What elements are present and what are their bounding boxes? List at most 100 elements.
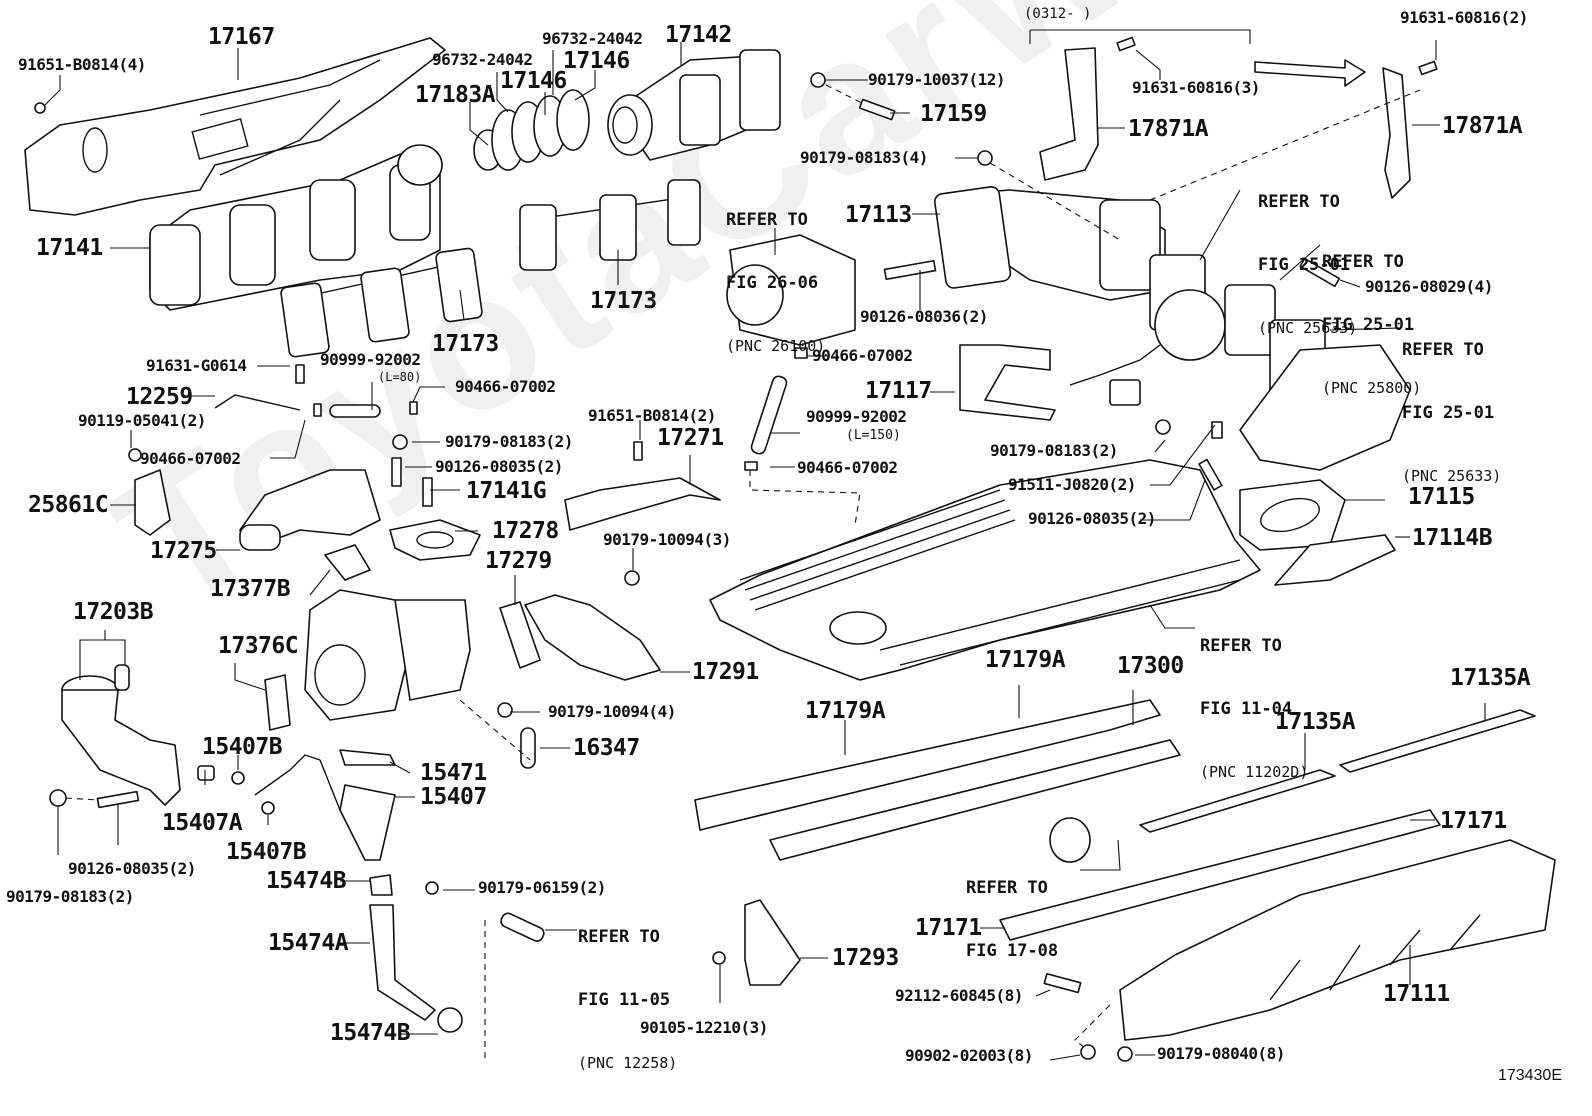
part-label-90179-10037-12[interactable]: 90179-10037(12)	[868, 70, 1006, 89]
part-label-17278[interactable]: 17278	[492, 518, 559, 544]
nut-icon	[1118, 1047, 1132, 1061]
part-label-90179-08183-4[interactable]: 90179-08183(4)	[800, 148, 928, 167]
part-label-90179-10094-4[interactable]: 90179-10094(4)	[548, 702, 676, 721]
reference-fig-25-01-pnc-25633[interactable]: REFER TO FIG 25-01 (PNC 25633)	[1258, 150, 1357, 381]
clamp-icon	[410, 402, 417, 414]
reference-fig-17-08[interactable]: REFER TO FIG 17-08	[966, 836, 1058, 1004]
bolt-icon	[129, 449, 141, 461]
part-label-17173[interactable]: 17173	[590, 288, 657, 314]
part-label-17291[interactable]: 17291	[692, 659, 759, 685]
part-label-17111[interactable]: 17111	[1383, 981, 1450, 1007]
part-label-17377b[interactable]: 17377B	[210, 576, 291, 602]
part-label-17179a[interactable]: 17179A	[805, 698, 886, 724]
part-label-91631-60816-3[interactable]: 91631-60816(3)	[1132, 78, 1260, 97]
oil-pipe-flange-drawing	[340, 785, 395, 860]
part-label-25861c[interactable]: 25861C	[28, 492, 109, 518]
part-label-91631-g0614[interactable]: 91631-G0614	[146, 356, 247, 375]
reference-fig-25-01-pnc-25633[interactable]: REFER TO FIG 25-01 (PNC 25633)	[1402, 298, 1501, 529]
part-label-16347[interactable]: 16347	[573, 735, 640, 761]
part-label-90105-12210-3[interactable]: 90105-12210(3)	[640, 1018, 768, 1037]
water-outlet-17275-drawing	[240, 470, 380, 550]
part-label-90902-02003-8[interactable]: 90902-02003(8)	[905, 1046, 1033, 1065]
part-label-17159[interactable]: 17159	[920, 101, 987, 127]
part-label-17114b[interactable]: 17114B	[1412, 525, 1493, 551]
part-label-90179-06159-2[interactable]: 90179-06159(2)	[478, 878, 606, 897]
part-label-90119-05041-2[interactable]: 90119-05041(2)	[78, 411, 206, 430]
part-label-17142[interactable]: 17142	[665, 22, 732, 48]
part-label-90126-08036-2[interactable]: 90126-08036(2)	[860, 307, 988, 326]
reference-fig-25-01-pnc-25800[interactable]: REFER TO FIG 25-01 (PNC 25800)	[1322, 210, 1421, 441]
part-label-90179-08183-2[interactable]: 90179-08183(2)	[445, 432, 573, 451]
part-label-17113[interactable]: 17113	[845, 202, 912, 228]
part-label-17141g[interactable]: 17141G	[466, 478, 547, 504]
part-label-90179-10094-3[interactable]: 90179-10094(3)	[603, 530, 731, 549]
heat-shield-17271-drawing	[565, 478, 720, 530]
part-label-90179-08183-2[interactable]: 90179-08183(2)	[6, 887, 134, 906]
part-label-17167[interactable]: 17167	[208, 24, 275, 50]
part-label-15407b[interactable]: 15407B	[202, 734, 283, 760]
reference-fig-11-04[interactable]: REFER TO FIG 11-04 (PNC 11202D)	[1200, 594, 1308, 825]
part-label-91651-b0814-4[interactable]: 91651-B0814(4)	[18, 55, 146, 74]
part-label-17871a[interactable]: 17871A	[1128, 116, 1209, 142]
part-label-17171[interactable]: 17171	[915, 915, 982, 941]
part-label-15407[interactable]: 15407	[420, 784, 487, 810]
part-label-90466-07002[interactable]: 90466-07002	[797, 458, 898, 477]
part-label-96732-24042[interactable]: 96732-24042	[432, 50, 533, 69]
part-label-17117[interactable]: 17117	[865, 378, 932, 404]
nut-icon	[50, 790, 66, 806]
part-label-90466-07002[interactable]: 90466-07002	[812, 346, 913, 365]
gasket-16347-drawing	[521, 728, 535, 768]
part-label-17275[interactable]: 17275	[150, 538, 217, 564]
reference-pnc: (PNC 25633)	[1402, 467, 1502, 485]
part-label-90466-07002[interactable]: 90466-07002	[140, 449, 241, 468]
part-label-17271[interactable]: 17271	[657, 425, 724, 451]
part-label-15474a[interactable]: 15474A	[268, 930, 349, 956]
part-label-15474b[interactable]: 15474B	[266, 868, 347, 894]
part-label-17135a[interactable]: 17135A	[1450, 665, 1531, 691]
turbocharger-drawing	[1070, 255, 1410, 470]
part-label-17871a[interactable]: 17871A	[1442, 113, 1523, 139]
part-label-17300[interactable]: 17300	[1117, 653, 1184, 679]
reference-fig-26-06[interactable]: REFER TO FIG 26-06 (PNC 26100)	[726, 168, 825, 399]
part-label-15474b[interactable]: 15474B	[330, 1020, 411, 1046]
washer-icon	[1081, 1045, 1095, 1059]
part-label-17183a[interactable]: 17183A	[415, 82, 496, 108]
part-label-17171[interactable]: 17171	[1440, 808, 1507, 834]
part-label-91651-b0814-2[interactable]: 91651-B0814(2)	[588, 406, 716, 425]
part-label-12259[interactable]: 12259	[126, 384, 193, 410]
part-label-91511-j0820-2[interactable]: 91511-J0820(2)	[1008, 475, 1136, 494]
part-label-90179-08040-8[interactable]: 90179-08040(8)	[1157, 1044, 1285, 1063]
part-label-17146[interactable]: 17146	[563, 48, 630, 74]
part-label-17293[interactable]: 17293	[832, 945, 899, 971]
part-label-17141[interactable]: 17141	[36, 235, 103, 261]
part-label-92112-60845-8[interactable]: 92112-60845(8)	[895, 986, 1023, 1005]
part-label-17115[interactable]: 17115	[1408, 484, 1475, 510]
part-label-17135a[interactable]: 17135A	[1275, 709, 1356, 735]
reference-fig-11-05[interactable]: REFER TO FIG 11-05 (PNC 12258)	[578, 885, 677, 1116]
part-label-15471[interactable]: 15471	[420, 760, 487, 786]
part-label-15407a[interactable]: 15407A	[162, 810, 243, 836]
part-label-90999-92002[interactable]: 90999-92002	[320, 350, 421, 369]
part-label-96732-24042[interactable]: 96732-24042	[542, 29, 643, 48]
part-label-17279[interactable]: 17279	[485, 548, 552, 574]
part-label-17203b[interactable]: 17203B	[73, 599, 154, 625]
part-label-17173[interactable]: 17173	[432, 331, 499, 357]
nut-icon	[625, 571, 639, 585]
date-range-bracket: (0312- )	[1024, 6, 1092, 22]
part-label-91631-60816-2[interactable]: 91631-60816(2)	[1400, 8, 1528, 27]
part-label-90126-08029-4[interactable]: 90126-08029(4)	[1365, 277, 1493, 296]
part-label-90466-07002[interactable]: 90466-07002	[455, 377, 556, 396]
part-label-90999-92002[interactable]: 90999-92002	[806, 407, 907, 426]
part-label-17146[interactable]: 17146	[500, 68, 567, 94]
part-label-17376c[interactable]: 17376C	[218, 633, 299, 659]
part-label-90126-08035-2[interactable]: 90126-08035(2)	[68, 859, 196, 878]
part-label-90179-08183-2[interactable]: 90179-08183(2)	[990, 441, 1118, 460]
part-label-17179a[interactable]: 17179A	[985, 647, 1066, 673]
part-label-90126-08035-2[interactable]: 90126-08035(2)	[1028, 509, 1156, 528]
figure-code: 173430E	[1497, 1067, 1562, 1084]
reference-line: REFER TO	[578, 927, 660, 947]
seal-rings-drawing	[474, 90, 589, 170]
turbine-housing-drawing	[305, 590, 470, 720]
part-label-90126-08035-2[interactable]: 90126-08035(2)	[435, 457, 563, 476]
part-label-15407b[interactable]: 15407B	[226, 839, 307, 865]
